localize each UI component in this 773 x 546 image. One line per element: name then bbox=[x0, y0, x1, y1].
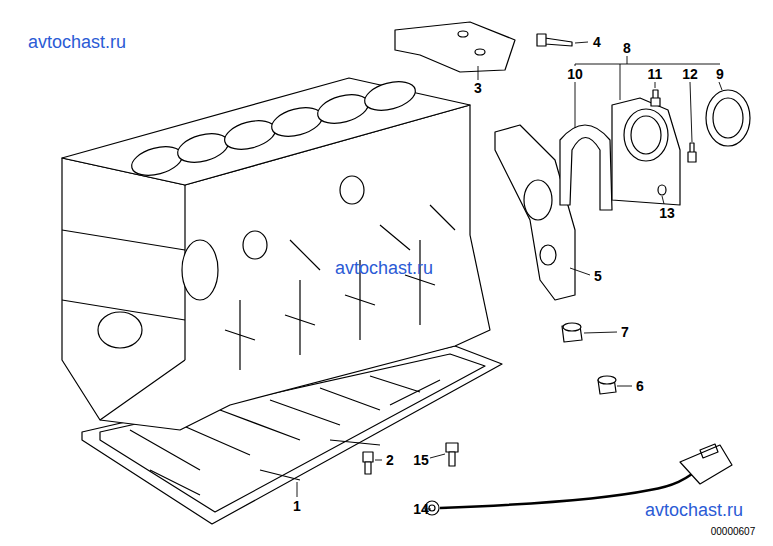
callout-number: 9 bbox=[716, 67, 724, 81]
leader-lines bbox=[297, 42, 722, 509]
oil-seal bbox=[706, 90, 750, 146]
callout-number: 7 bbox=[621, 325, 629, 339]
plug bbox=[562, 323, 616, 394]
diagram-code: 00000607 bbox=[711, 527, 756, 537]
seal-carrier bbox=[612, 98, 680, 205]
bolt bbox=[651, 90, 660, 106]
callout-number: 2 bbox=[386, 453, 394, 467]
callout-number: 4 bbox=[593, 35, 601, 49]
watermark: avtochast.ru bbox=[645, 501, 743, 519]
callout-number: 12 bbox=[682, 67, 698, 81]
watermark: avtochast.ru bbox=[28, 33, 126, 51]
callout-number: 8 bbox=[623, 41, 631, 55]
callout-number: 15 bbox=[413, 453, 429, 467]
bracket bbox=[395, 22, 572, 72]
engine-block bbox=[62, 77, 490, 430]
gasket bbox=[560, 125, 612, 210]
bolt bbox=[363, 443, 458, 474]
callout-number: 13 bbox=[659, 206, 675, 220]
callout-number: 14 bbox=[413, 502, 429, 516]
callout-number: 3 bbox=[474, 81, 482, 95]
callout-number: 1 bbox=[293, 499, 301, 513]
callout-number: 10 bbox=[567, 67, 583, 81]
watermark: avtochast.ru bbox=[335, 259, 433, 277]
dowel bbox=[658, 185, 666, 195]
callout-number: 6 bbox=[636, 379, 644, 393]
callout-number: 5 bbox=[594, 269, 602, 283]
bolt bbox=[688, 143, 696, 162]
callout-number: 11 bbox=[648, 67, 663, 81]
